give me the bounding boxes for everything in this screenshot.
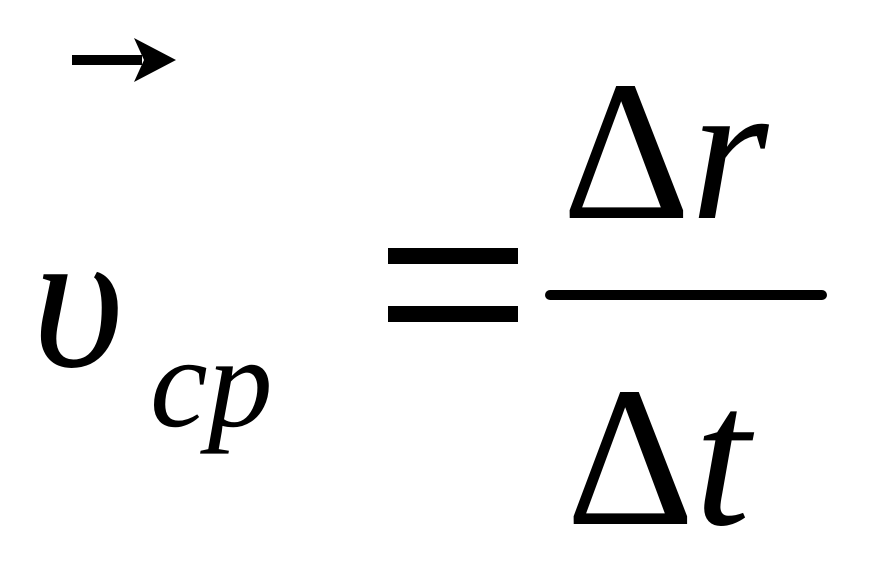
numerator-r: r (690, 41, 769, 262)
numerator-delta: Δ (562, 41, 691, 262)
numerator: Δr (562, 52, 768, 252)
vector-arrow-icon (72, 38, 176, 82)
denominator-t: t (694, 347, 751, 568)
denominator-delta: Δ (566, 347, 695, 568)
equals-bar-top (388, 248, 518, 264)
equals-bar-bottom (388, 306, 518, 322)
denominator: Δt (566, 358, 750, 558)
velocity-symbol: υ (32, 189, 124, 410)
velocity-subscript: cp (150, 311, 273, 455)
fraction-line (545, 290, 827, 300)
equals-sign (388, 248, 518, 322)
